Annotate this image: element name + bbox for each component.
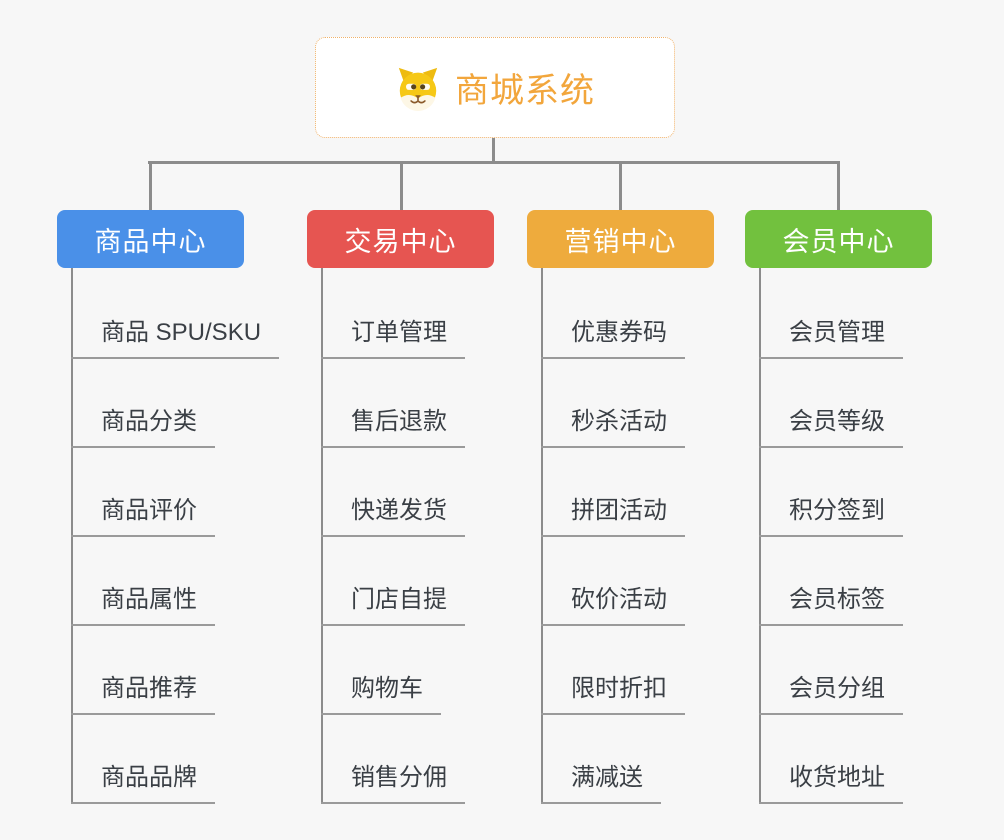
root-title: 商城系统 bbox=[455, 72, 595, 110]
connector-branch-drop bbox=[619, 161, 622, 210]
branch-node-label: 商品中心 bbox=[94, 226, 207, 257]
dog-face-icon bbox=[395, 65, 441, 111]
leaf-node[interactable]: 会员分组 bbox=[759, 669, 903, 715]
leaf-node[interactable]: 会员标签 bbox=[759, 580, 903, 626]
leaf-node[interactable]: 商品评价 bbox=[71, 491, 215, 537]
branch-node[interactable]: 商品中心 bbox=[57, 210, 244, 268]
leaf-node[interactable]: 会员管理 bbox=[759, 313, 903, 359]
branch-node[interactable]: 会员中心 bbox=[745, 210, 932, 268]
leaf-node[interactable]: 收货地址 bbox=[759, 758, 903, 804]
leaf-node[interactable]: 商品推荐 bbox=[71, 669, 215, 715]
leaf-node[interactable]: 优惠券码 bbox=[541, 313, 685, 359]
leaf-node[interactable]: 门店自提 bbox=[321, 580, 465, 626]
root-node[interactable]: 商城系统 bbox=[315, 37, 675, 138]
leaf-node[interactable]: 销售分佣 bbox=[321, 758, 465, 804]
leaf-node[interactable]: 商品 SPU/SKU bbox=[71, 313, 280, 359]
connector-branch-drop bbox=[837, 161, 840, 210]
leaf-node[interactable]: 订单管理 bbox=[321, 313, 465, 359]
branch-node-label: 交易中心 bbox=[344, 226, 457, 257]
connector-branch-drop bbox=[400, 161, 403, 210]
connector-horizontal bbox=[148, 161, 840, 164]
branch-node-label: 营销中心 bbox=[564, 226, 677, 257]
leaf-node[interactable]: 商品品牌 bbox=[71, 758, 215, 804]
leaf-node[interactable]: 售后退款 bbox=[321, 402, 465, 448]
connector-branch-drop bbox=[149, 161, 152, 210]
connector-root-drop bbox=[492, 138, 495, 162]
leaf-node[interactable]: 商品分类 bbox=[71, 402, 215, 448]
leaf-node[interactable]: 砍价活动 bbox=[541, 580, 685, 626]
leaf-node[interactable]: 商品属性 bbox=[71, 580, 215, 626]
leaf-node[interactable]: 限时折扣 bbox=[541, 669, 685, 715]
leaf-node[interactable]: 秒杀活动 bbox=[541, 402, 685, 448]
branch-node[interactable]: 营销中心 bbox=[527, 210, 714, 268]
leaf-node[interactable]: 拼团活动 bbox=[541, 491, 685, 537]
leaf-node[interactable]: 快递发货 bbox=[321, 491, 465, 537]
leaf-node[interactable]: 满减送 bbox=[541, 758, 661, 804]
leaf-node[interactable]: 会员等级 bbox=[759, 402, 903, 448]
branch-node-label: 会员中心 bbox=[782, 226, 895, 257]
branch-node[interactable]: 交易中心 bbox=[307, 210, 494, 268]
leaf-node[interactable]: 购物车 bbox=[321, 669, 441, 715]
leaf-node[interactable]: 积分签到 bbox=[759, 491, 903, 537]
